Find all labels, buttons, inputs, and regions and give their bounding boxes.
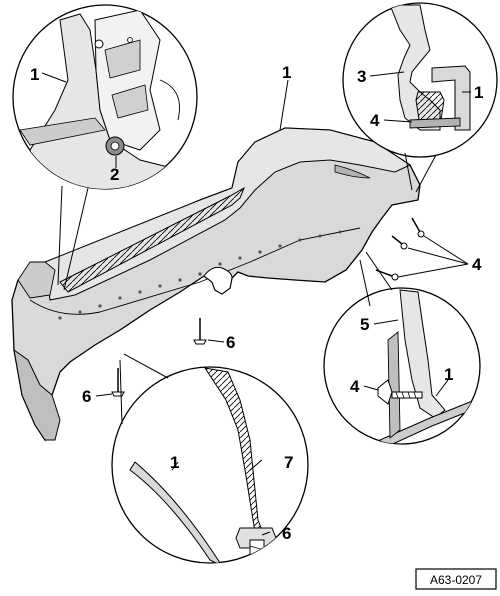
bumper-left-bracket <box>17 261 56 299</box>
leader-callout-6-left <box>95 393 113 397</box>
leader-top-right-a <box>404 152 413 191</box>
callout-6-center: 6 <box>226 333 235 352</box>
screw-4-b <box>391 235 408 250</box>
leader-top-left-a <box>57 185 63 286</box>
bumper-cover <box>11 127 421 442</box>
leader-callout-4-main-b <box>407 247 469 265</box>
callout-6-bottom: 6 <box>282 524 291 543</box>
callout-4-top-right: 4 <box>370 111 380 130</box>
leader-callout-4-main-c <box>397 263 469 278</box>
leader-callout-4-main-a <box>423 235 469 265</box>
callout-6-left: 6 <box>82 387 91 406</box>
callout-1-bottom: 1 <box>170 453 179 472</box>
callout-2-top-left: 2 <box>110 165 119 184</box>
figure-code-box: A63-0207 <box>415 568 497 590</box>
bumper-center-cutout <box>203 266 233 295</box>
leader-top-left-b <box>63 187 89 291</box>
body-bracket <box>94 9 161 151</box>
leader-middle-right-b <box>365 251 393 291</box>
callout-4-middle-right: 4 <box>350 377 360 396</box>
callout-7-bottom: 7 <box>284 453 293 472</box>
callout-3-top-right: 3 <box>357 67 366 86</box>
leader-top-right-b <box>415 154 437 193</box>
bumper-left-end <box>13 348 61 441</box>
detail-circle-top-left <box>12 4 198 190</box>
leader-callout-1-main <box>279 79 289 131</box>
callout-1-top-right: 1 <box>474 83 483 102</box>
callout-4-main: 4 <box>472 255 482 274</box>
screw-4-detail <box>377 379 423 405</box>
detail-circle-middle-right <box>323 287 481 445</box>
bumper-lower-edge <box>29 227 361 315</box>
leader-bottom-a <box>119 359 123 425</box>
figure-code: A63-0207 <box>430 573 482 587</box>
bumper-edge-profile <box>431 65 471 131</box>
screw-4-a <box>411 217 425 238</box>
bumper-upper-surface <box>44 127 412 301</box>
callout-1-top-left: 1 <box>30 65 39 84</box>
callout-1-middle-right: 1 <box>444 365 453 384</box>
callout-1-main: 1 <box>282 63 291 82</box>
bumper-clip-row <box>58 230 342 320</box>
screw-6-center <box>193 318 207 345</box>
leader-bottom-b <box>123 353 169 379</box>
bumper-side-edge <box>379 397 480 444</box>
leader-middle-right-a <box>359 259 371 307</box>
screw-6-left <box>111 368 125 397</box>
detail-circle-bottom <box>111 366 309 564</box>
bumper-inner-skin <box>129 461 224 563</box>
bumper-reinforcement-strip <box>59 186 245 293</box>
callout-5-middle-right: 5 <box>360 315 369 334</box>
detail-circle-top-right <box>342 2 498 158</box>
leader-callout-6-center <box>207 339 225 343</box>
nut-2 <box>105 136 125 156</box>
bumper-slot <box>334 164 371 179</box>
